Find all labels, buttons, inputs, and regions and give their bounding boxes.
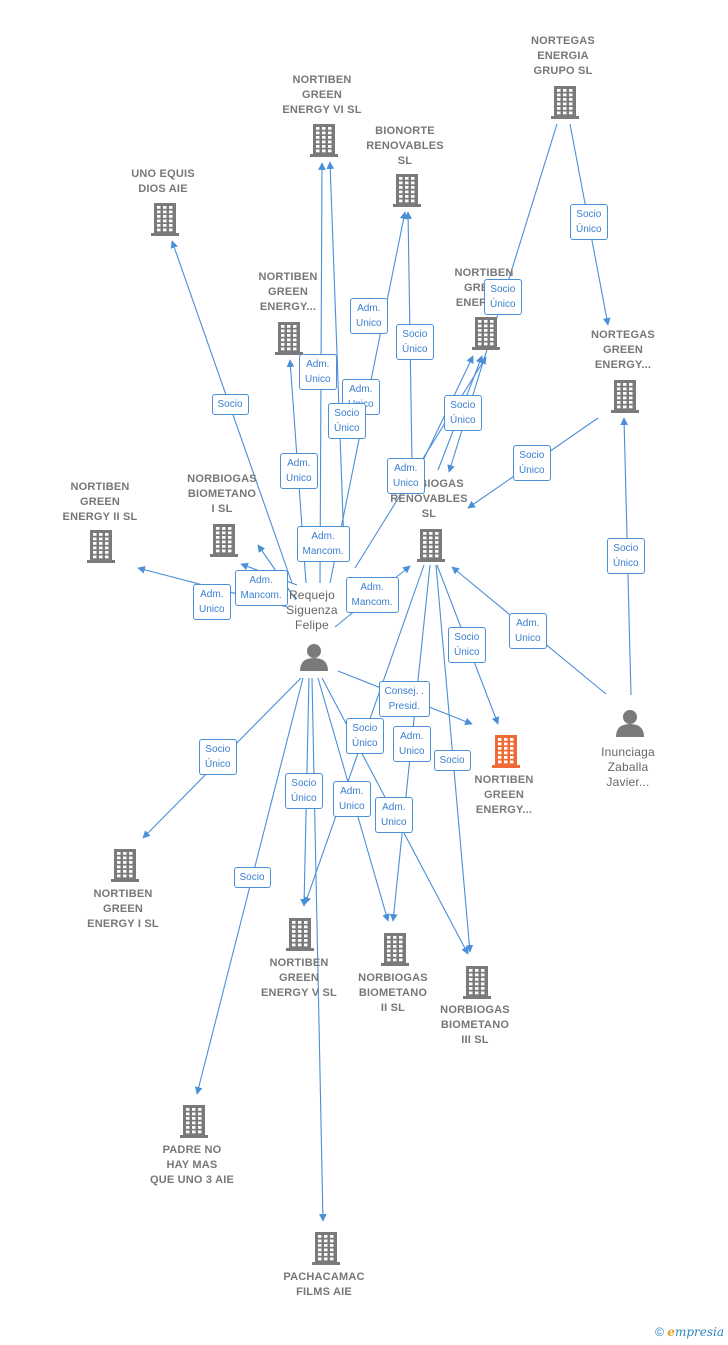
node-label-norbiogas_i[interactable]: NORBIOGAS BIOMETANO I SL — [187, 473, 257, 515]
building-icon-bionorte[interactable] — [393, 174, 421, 207]
node-label-nortiben_i[interactable]: NORTIBEN GREEN ENERGY I SL — [87, 888, 159, 930]
copyright-symbol: © — [655, 1325, 664, 1339]
building-icon-norbiogas_iii[interactable] — [463, 966, 491, 999]
building-icon-nortiben_i[interactable] — [111, 849, 139, 882]
edge-label-14: Adm. Mancom. — [296, 526, 350, 562]
node-label-requejo[interactable]: Requejo Siguenza Felipe — [286, 588, 338, 632]
edge-label-13: Adm. Unico — [387, 458, 425, 494]
node-label-nortiben_ii[interactable]: NORTIBEN GREEN ENERGY II SL — [62, 481, 138, 523]
node-label-inunciaga[interactable]: Inunciaga Zaballa Javier... — [601, 745, 655, 789]
edge-label-25: Adm. Unico — [393, 726, 431, 762]
edge-label-18: Adm. Unico — [193, 584, 231, 620]
building-icon-norbiogas_ii[interactable] — [381, 933, 409, 966]
building-icon-uno_equis[interactable] — [151, 203, 179, 236]
edge-label-6: Socio Único — [396, 324, 434, 360]
edge-label-26: Socio — [433, 749, 471, 771]
node-label-nortiben_vi[interactable]: NORTIBEN GREEN ENERGY VI SL — [282, 74, 362, 116]
edge-label-7: Socio — [211, 393, 249, 415]
edge-label-1: Socio Único — [484, 279, 522, 315]
edge-label-2: Socio Único — [513, 445, 551, 481]
edge-label-15: Adm. Mancom. — [234, 570, 288, 606]
building-icon-norbiogas_i[interactable] — [210, 524, 238, 557]
building-icon-norbiogas_renov[interactable] — [417, 529, 445, 562]
edge-label-23: Adm. Unico — [333, 781, 371, 817]
node-label-padre_no_hay[interactable]: PADRE NO HAY MAS QUE UNO 3 AIE — [149, 1144, 235, 1186]
node-label-nortiben_focus[interactable]: NORTIBEN GREEN ENERGY... — [474, 774, 534, 816]
footer-brand[interactable]: © empresia — [655, 1325, 724, 1339]
building-icon-nortegas_grupo[interactable] — [551, 86, 579, 119]
node-label-nortiben_a[interactable]: NORTIBEN GREEN ENERGY... — [258, 271, 318, 313]
edge-label-16: Adm. Mancom. — [345, 577, 399, 613]
node-label-nortegas_green[interactable]: NORTEGAS GREEN ENERGY... — [591, 329, 655, 371]
node-label-bionorte[interactable]: BIONORTE RENOVABLES SL — [366, 125, 444, 167]
edge-line-21 — [311, 677, 327, 1222]
edge-label-4: Adm. Unico — [509, 613, 547, 649]
building-icon-pachacamac[interactable] — [312, 1232, 340, 1265]
node-label-uno_equis[interactable]: UNO EQUIS DIOS AIE — [131, 168, 195, 195]
brand-logo: empresia — [667, 1325, 724, 1339]
edge-label-3: Socio Único — [607, 538, 645, 574]
person-icon-requejo[interactable] — [300, 644, 328, 671]
edge-label-0: Socio Único — [570, 204, 608, 240]
node-label-pachacamac[interactable]: PACHACAMAC FILMS AIE — [283, 1271, 365, 1298]
edge-label-8: Adm. Unico — [299, 354, 337, 390]
building-icon-nortiben_b[interactable] — [472, 317, 500, 350]
edge-label-5: Adm. Unico — [350, 298, 388, 334]
node-label-nortiben_v[interactable]: NORTIBEN GREEN ENERGY V SL — [261, 957, 337, 999]
node-label-nortegas_grupo[interactable]: NORTEGAS ENERGIA GRUPO SL — [531, 35, 595, 77]
edge-line-17 — [326, 161, 345, 546]
icon-layer — [87, 86, 644, 1265]
building-icon-nortiben_v[interactable] — [286, 918, 314, 951]
building-icon-nortiben_a[interactable] — [275, 322, 303, 355]
building-icon-nortegas_green[interactable] — [611, 380, 639, 413]
edge-label-24: Adm. Unico — [375, 797, 413, 833]
edge-label-19: Socio Único — [199, 739, 237, 775]
edge-label-20: Socio Único — [285, 773, 323, 809]
node-label-norbiogas_renov[interactable]: NORBIOGAS RENOVABLES SL — [390, 478, 468, 520]
edge-label-12: Adm. Unico — [280, 453, 318, 489]
edge-label-22: Consej. . Presid. — [378, 681, 430, 717]
node-label-norbiogas_ii[interactable]: NORBIOGAS BIOMETANO II SL — [358, 972, 428, 1014]
building-icon-padre_no_hay[interactable] — [180, 1105, 208, 1138]
building-icon-nortiben_focus[interactable] — [492, 735, 520, 768]
building-icon-nortiben_ii[interactable] — [87, 530, 115, 563]
edge-label-10: Socio Único — [444, 395, 482, 431]
edge-label-17: Socio Único — [448, 627, 486, 663]
edge-label-11: Socio Único — [328, 403, 366, 439]
person-icon-inunciaga[interactable] — [616, 710, 644, 737]
edge-label-21: Socio Único — [346, 718, 384, 754]
edge-label-27: Socio — [233, 866, 271, 888]
building-icon-nortiben_vi[interactable] — [310, 124, 338, 157]
node-label-norbiogas_iii[interactable]: NORBIOGAS BIOMETANO III SL — [440, 1004, 510, 1046]
edge-layer — [137, 123, 632, 1222]
